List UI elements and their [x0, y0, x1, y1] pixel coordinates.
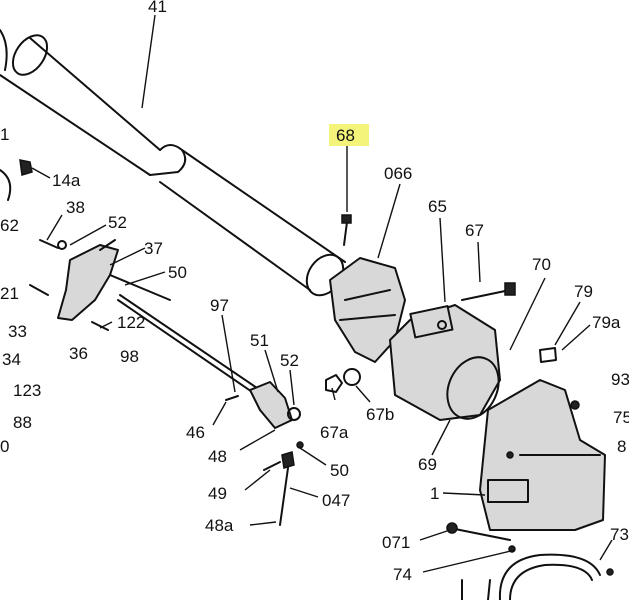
label-69: 69	[418, 455, 437, 474]
label-21: 21	[0, 284, 19, 303]
part-labels: 41 68 066 65 67 70 79 79a 93 75 8 1 14a …	[0, 0, 629, 584]
label-67a: 67a	[320, 423, 349, 442]
label-65: 65	[428, 197, 447, 216]
chute-handle-assembly	[0, 159, 171, 331]
label-50-lower: 50	[330, 461, 349, 480]
label-74: 74	[393, 565, 412, 584]
label-41: 41	[148, 0, 167, 16]
label-67: 67	[465, 221, 484, 240]
label-0-left: 0	[0, 437, 9, 456]
label-51: 51	[250, 331, 269, 350]
label-1-left: 1	[0, 125, 9, 144]
label-14a: 14a	[52, 171, 81, 190]
label-46: 46	[186, 423, 205, 442]
label-67b: 67b	[366, 405, 394, 424]
label-49: 49	[208, 484, 227, 503]
label-047: 047	[322, 491, 350, 510]
label-88: 88	[13, 413, 32, 432]
label-75: 75	[613, 408, 629, 427]
label-8: 8	[617, 437, 626, 456]
lower-housing	[479, 347, 606, 531]
label-73: 73	[610, 525, 629, 544]
label-97: 97	[210, 296, 229, 315]
label-071: 071	[382, 533, 410, 552]
leader-lines	[31, 14, 613, 573]
band-clamp	[446, 522, 614, 600]
label-52-center: 52	[280, 351, 299, 370]
label-62: 62	[0, 216, 19, 235]
rod-assembly	[117, 294, 304, 526]
label-79: 79	[574, 282, 593, 301]
label-1: 1	[430, 484, 439, 503]
label-98: 98	[120, 347, 139, 366]
label-37: 37	[144, 239, 163, 258]
label-36: 36	[69, 344, 88, 363]
label-68: 68	[336, 126, 355, 145]
label-48a: 48a	[205, 516, 234, 535]
label-79a: 79a	[592, 313, 621, 332]
label-38: 38	[66, 198, 85, 217]
label-123: 123	[13, 381, 41, 400]
highlight-part-68	[329, 124, 369, 146]
label-48: 48	[208, 447, 227, 466]
chute-tube	[0, 29, 346, 297]
label-50-upper: 50	[168, 263, 187, 282]
label-70: 70	[532, 255, 551, 274]
clamp-assembly	[325, 214, 406, 393]
label-33: 33	[8, 322, 27, 341]
gearbox	[389, 282, 516, 421]
label-93: 93	[611, 370, 629, 389]
label-52-left: 52	[108, 213, 127, 232]
label-066: 066	[384, 164, 412, 183]
label-122: 122	[117, 313, 145, 332]
label-34: 34	[2, 350, 21, 369]
